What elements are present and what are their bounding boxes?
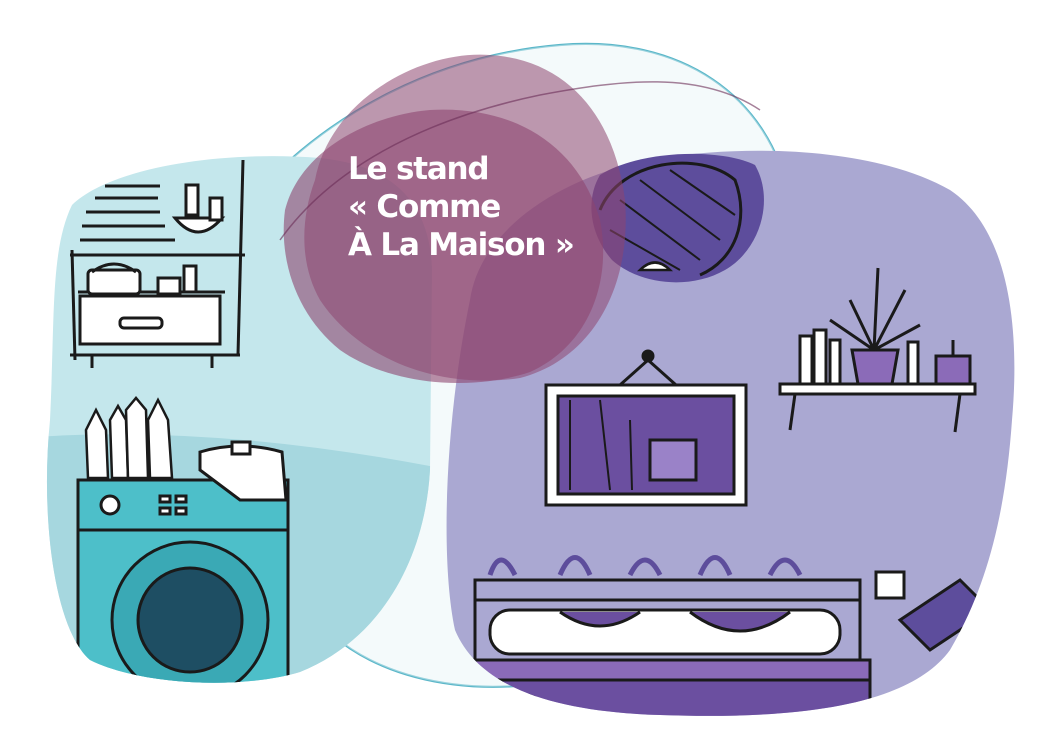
- shelf-icon: [70, 159, 245, 368]
- title-line-1: Le stand: [348, 151, 490, 187]
- detergent-bottles-icon: [84, 396, 174, 480]
- picture-frame-icon: [544, 349, 748, 507]
- pendant-lamp-icon: [591, 153, 764, 283]
- page-title: Le stand « Comme À La Maison »: [348, 150, 575, 264]
- mauve-blob-front: [283, 109, 604, 384]
- plant-shelf-icon: [778, 267, 977, 433]
- power-outlet-icon: [874, 570, 906, 600]
- washing-machine-icon: [76, 440, 290, 683]
- title-line-3: À La Maison »: [348, 227, 575, 263]
- title-line-2: « Comme: [348, 189, 501, 225]
